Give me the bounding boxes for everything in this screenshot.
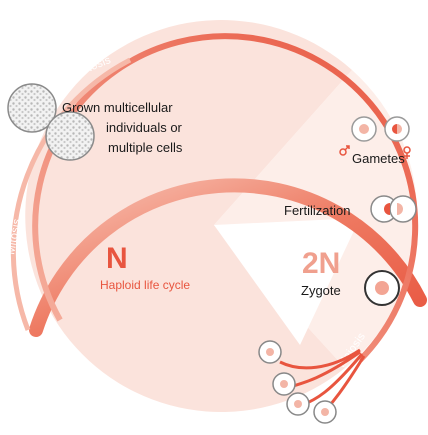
- spore-cell-1: [258, 340, 282, 364]
- spore-cell-3: [286, 392, 310, 416]
- female-symbol-icon: [403, 146, 411, 159]
- mitosis-left-label: Mitosis: [5, 217, 23, 255]
- grown-label-line3: multiple cells: [108, 140, 183, 155]
- male-symbol-icon: [339, 145, 350, 156]
- gametes-label: Gametes: [352, 151, 405, 166]
- inner-cycle-ring: [32, 33, 419, 363]
- haploid-region: [25, 20, 353, 413]
- grown-label-line2: individuals or: [106, 120, 183, 135]
- fertilization-label: Fertilization: [284, 203, 350, 218]
- wedge-cutout: [214, 218, 360, 345]
- spore-cell-4: [313, 400, 337, 424]
- outer-mitosis-arc: [29, 178, 427, 337]
- haploid-symbol: N: [106, 242, 128, 275]
- diploid-symbol: 2N: [302, 247, 340, 280]
- haploid-label: Haploid life cycle: [100, 278, 190, 292]
- spore-cell-2: [272, 372, 296, 396]
- zygote-cell: [364, 270, 400, 306]
- fertilization-cells: [370, 195, 417, 223]
- zygote-label: Zygote: [301, 283, 341, 298]
- gamete-male: [351, 116, 377, 142]
- multicellular-cell-2: [45, 111, 95, 161]
- grown-label-line1: Grown multicellular: [62, 100, 173, 115]
- inner-left-arc: [10, 57, 132, 331]
- gamete-female: [384, 116, 410, 142]
- multicellular-cell-1: [7, 83, 57, 133]
